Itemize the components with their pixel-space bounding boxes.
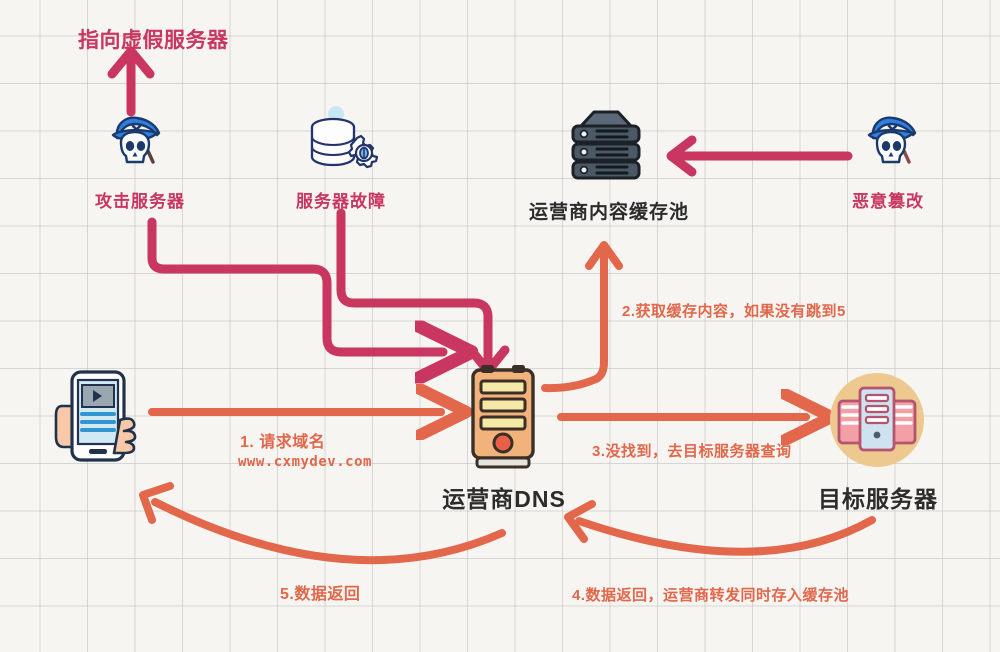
annotation-point-to-fake: 指向虚假服务器 bbox=[78, 29, 229, 52]
flow-dns-to-phone bbox=[151, 498, 506, 565]
label-target-server: 目标服务器 bbox=[818, 486, 938, 512]
target-server-rack-icon bbox=[830, 373, 924, 467]
label-isp-dns: 运营商DNS bbox=[442, 486, 566, 512]
label-server-fault: 服务器故障 bbox=[296, 192, 386, 211]
flow-target-to-dns bbox=[575, 516, 876, 556]
label-cache-pool: 运营商内容缓存池 bbox=[528, 202, 690, 223]
node-user-phone bbox=[52, 364, 152, 477]
dns-tower-server-icon bbox=[471, 365, 535, 469]
annotation-step4: 4.数据返回，运营商转发同时存入缓存池 bbox=[572, 587, 850, 604]
server-stack-icon bbox=[571, 110, 641, 180]
node-server-fault bbox=[300, 104, 384, 189]
flow-dns-to-cache bbox=[541, 248, 608, 393]
hand-holding-phone-video-icon bbox=[54, 370, 137, 462]
annotation-step2: 2.获取缓存内容，如果没有跳到5 bbox=[622, 303, 846, 320]
label-malicious-edit: 恶意篡改 bbox=[852, 192, 924, 211]
node-target-server bbox=[822, 373, 932, 480]
flow-fault-to-dns bbox=[336, 208, 493, 368]
database-gear-bug-icon bbox=[310, 106, 379, 169]
annotation-step1-url: www.cxmydev.com bbox=[238, 454, 372, 470]
flow-point-fake bbox=[107, 46, 155, 117]
flow-attack-to-dns bbox=[147, 217, 443, 352]
annotation-step5: 5.数据返回 bbox=[280, 586, 361, 603]
annotation-step3: 3.没找到，去目标服务器查询 bbox=[592, 443, 792, 460]
pirate-skull-icon bbox=[867, 116, 917, 164]
node-isp-dns bbox=[463, 364, 545, 481]
node-malicious-edit bbox=[855, 108, 925, 183]
node-attack-server bbox=[99, 108, 169, 183]
annotation-step1-line1: 1. 请求域名 bbox=[240, 434, 326, 451]
node-cache-pool bbox=[563, 104, 649, 187]
pirate-skull-icon bbox=[111, 116, 161, 164]
label-attack-server: 攻击服务器 bbox=[95, 192, 185, 211]
